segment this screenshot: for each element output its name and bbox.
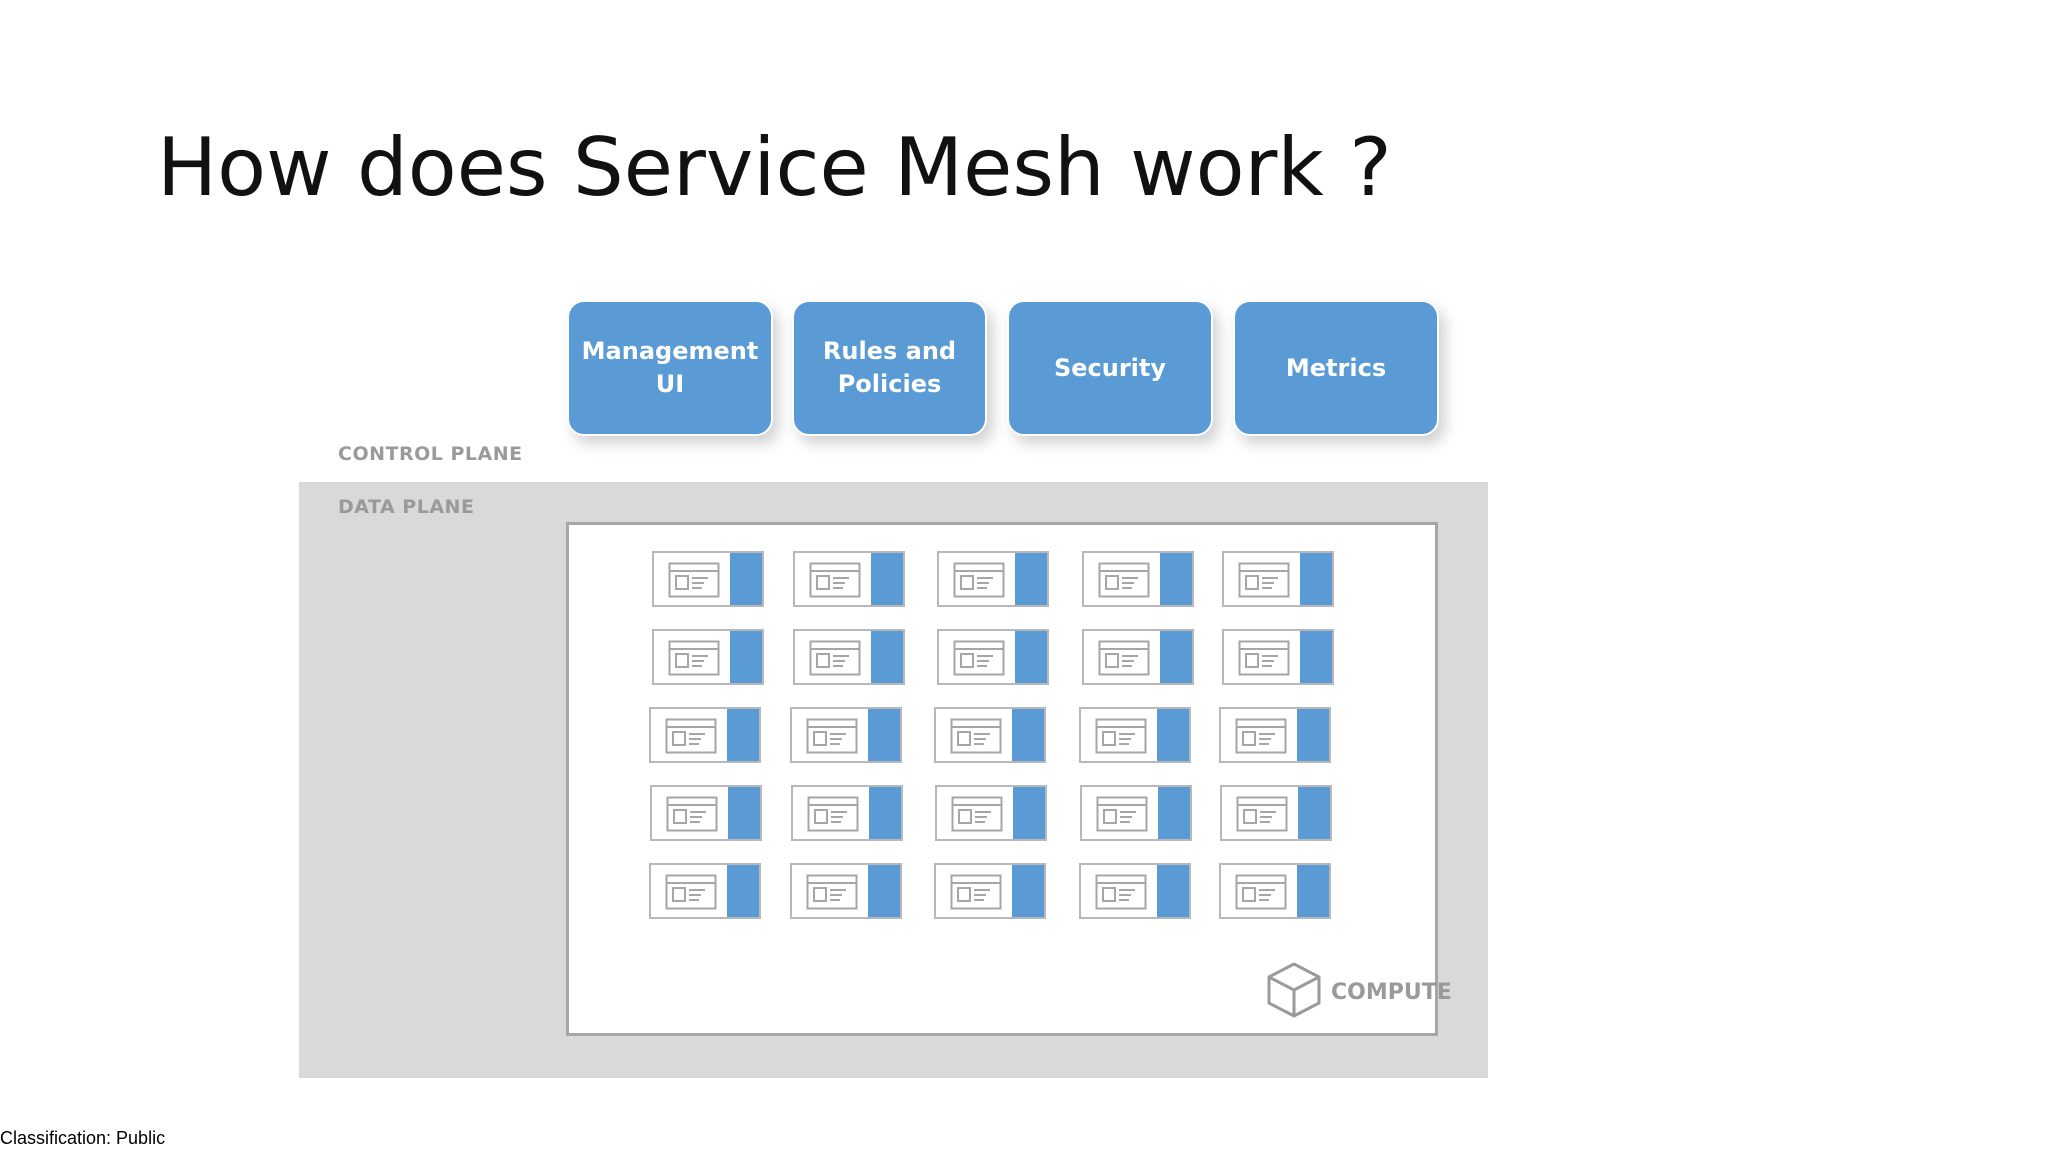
service-window-icon (1098, 640, 1150, 676)
service-window-icon (1095, 718, 1147, 754)
sidecar-proxy (1013, 631, 1047, 683)
sidecar-proxy (725, 865, 759, 917)
sidecar-proxy (1010, 709, 1044, 761)
service-window-icon (950, 874, 1002, 910)
service-window-icon (1235, 874, 1287, 910)
sidecar-proxy (866, 709, 900, 761)
service-pod (793, 551, 905, 607)
service-window-icon (809, 562, 861, 598)
cube-icon (1267, 962, 1321, 1018)
sidecar-proxy (869, 631, 903, 683)
sidecar-proxy (869, 553, 903, 605)
service-pod (1079, 863, 1191, 919)
data-plane-label: DATA PLANE (338, 496, 475, 518)
security-box: Security (1007, 300, 1213, 436)
service-pod (1219, 707, 1331, 763)
service-pod (649, 707, 761, 763)
rules-and-policies-box: Rules and Policies (792, 300, 987, 436)
service-pod (790, 707, 902, 763)
service-pod (1222, 629, 1334, 685)
sidecar-proxy (1296, 787, 1330, 839)
service-pod (1082, 629, 1194, 685)
management-ui-box: Management UI (567, 300, 773, 436)
service-pod (1219, 863, 1331, 919)
sidecar-proxy (1158, 553, 1192, 605)
service-pod (652, 629, 764, 685)
sidecar-proxy (725, 709, 759, 761)
service-window-icon (809, 640, 861, 676)
service-pod (649, 863, 761, 919)
service-window-icon (806, 718, 858, 754)
service-pod (650, 785, 762, 841)
service-pod (934, 863, 1046, 919)
sidecar-proxy (728, 631, 762, 683)
service-window-icon (665, 874, 717, 910)
service-window-icon (950, 718, 1002, 754)
service-pod (793, 629, 905, 685)
sidecar-proxy (726, 787, 760, 839)
compute-node (566, 522, 1438, 1036)
sidecar-proxy (1155, 865, 1189, 917)
service-window-icon (951, 796, 1003, 832)
sidecar-proxy (1013, 553, 1047, 605)
service-pod (937, 551, 1049, 607)
service-window-icon (807, 796, 859, 832)
sidecar-proxy (1298, 553, 1332, 605)
service-window-icon (668, 640, 720, 676)
service-pod (1079, 707, 1191, 763)
classification-footer: Classification: Public (0, 1128, 166, 1148)
sidecar-proxy (866, 865, 900, 917)
service-window-icon (1235, 718, 1287, 754)
sidecar-proxy (1295, 865, 1329, 917)
sidecar-proxy (867, 787, 901, 839)
sidecar-proxy (1010, 865, 1044, 917)
metrics-box: Metrics (1233, 300, 1439, 436)
service-window-icon (1098, 562, 1150, 598)
service-pod (791, 785, 903, 841)
sidecar-proxy (1298, 631, 1332, 683)
service-window-icon (1096, 796, 1148, 832)
service-pod (934, 707, 1046, 763)
service-window-icon (1236, 796, 1288, 832)
service-window-icon (1095, 874, 1147, 910)
service-pod (1080, 785, 1192, 841)
sidecar-proxy (728, 553, 762, 605)
service-window-icon (1238, 640, 1290, 676)
service-window-icon (665, 718, 717, 754)
service-pod (935, 785, 1047, 841)
service-window-icon (953, 640, 1005, 676)
sidecar-proxy (1011, 787, 1045, 839)
control-plane-label: CONTROL PLANE (338, 443, 523, 465)
service-pod (652, 551, 764, 607)
sidecar-proxy (1295, 709, 1329, 761)
service-window-icon (953, 562, 1005, 598)
compute-label: COMPUTE (1331, 980, 1452, 1005)
service-window-icon (1238, 562, 1290, 598)
service-window-icon (806, 874, 858, 910)
service-pod (790, 863, 902, 919)
service-pod (1082, 551, 1194, 607)
service-pod (1220, 785, 1332, 841)
service-pod (1222, 551, 1334, 607)
sidecar-proxy (1156, 787, 1190, 839)
sidecar-proxy (1158, 631, 1192, 683)
service-pod (937, 629, 1049, 685)
service-window-icon (668, 562, 720, 598)
service-window-icon (666, 796, 718, 832)
sidecar-proxy (1155, 709, 1189, 761)
slide-title: How does Service Mesh work ? (157, 121, 1392, 214)
